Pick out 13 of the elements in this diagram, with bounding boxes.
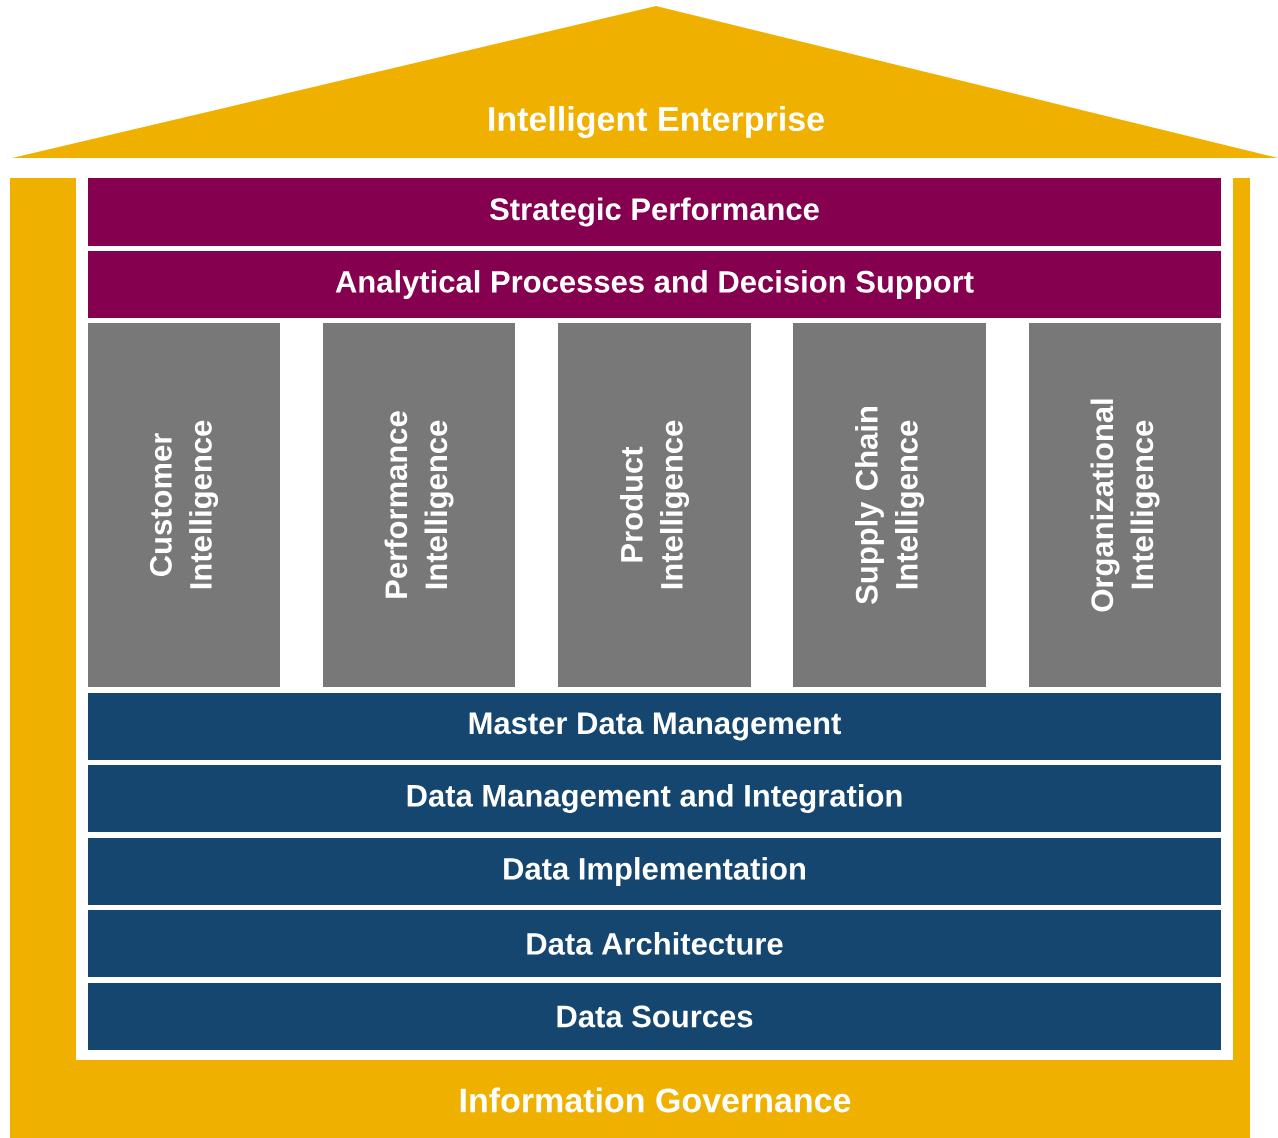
layer-band: Data Sources	[88, 983, 1221, 1050]
pillar: Product Intelligence	[558, 323, 751, 687]
layer-band: Strategic Performance	[88, 178, 1221, 246]
layer-band: Master Data Management	[88, 693, 1221, 760]
pillar: Performance Intelligence	[323, 323, 515, 687]
layer-band: Data Implementation	[88, 838, 1221, 905]
pillar: Customer Intelligence	[88, 323, 280, 687]
pillar: Supply Chain Intelligence	[793, 323, 986, 687]
layer-band: Data Management and Integration	[88, 765, 1221, 832]
roof: Intelligent Enterprise	[12, 6, 1278, 158]
layer-band: Data Architecture	[88, 910, 1221, 977]
layer-band: Analytical Processes and Decision Support	[88, 251, 1221, 318]
pillar: Organizational Intelligence	[1029, 323, 1221, 687]
